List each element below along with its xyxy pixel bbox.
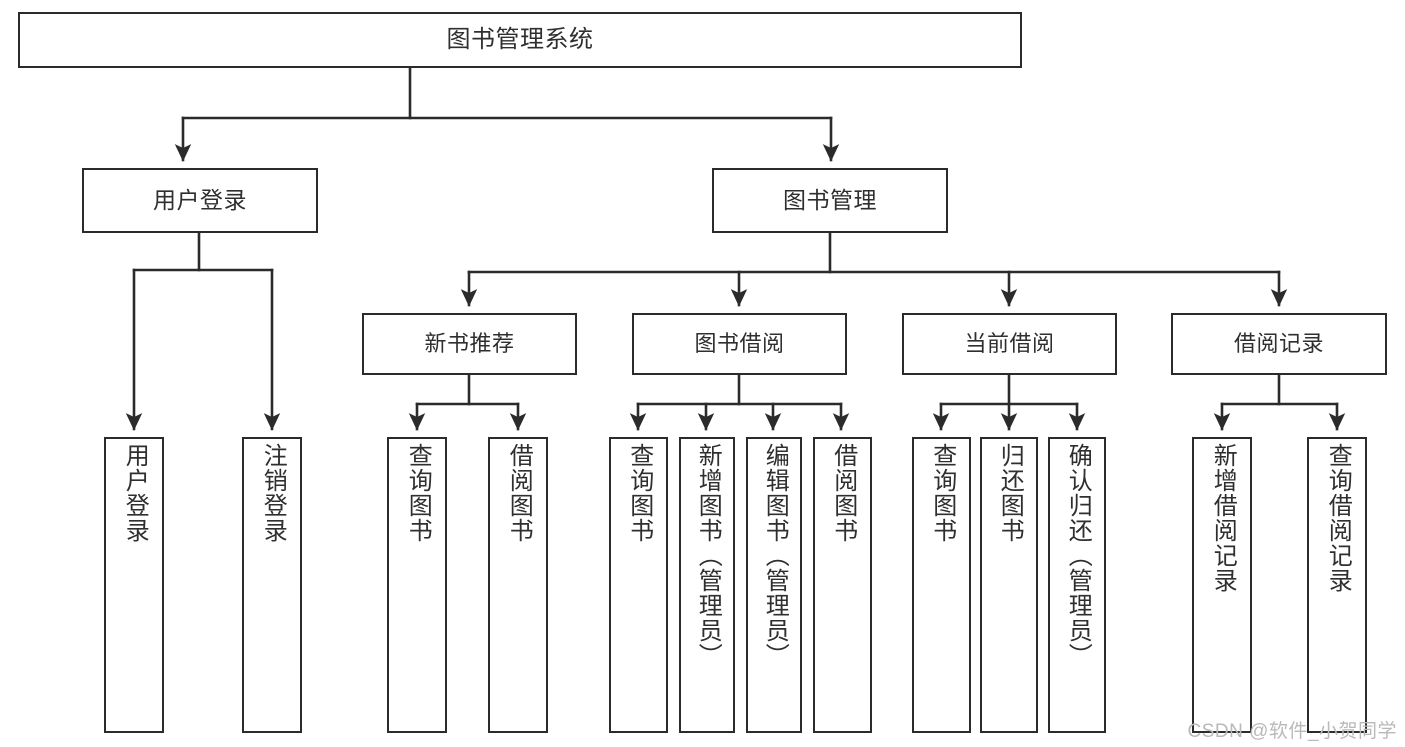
node-borrow-record-label: 借阅记录 bbox=[1233, 331, 1324, 357]
node-leaf-borrow-book-recommend-label: 借阅图书 bbox=[505, 443, 533, 543]
node-leaf-edit-book[interactable]: 编辑图书（管理员） bbox=[746, 437, 802, 733]
node-user-login[interactable]: 用户登录 bbox=[82, 168, 318, 233]
node-leaf-edit-book-label: 编辑图书（管理员） bbox=[761, 443, 789, 668]
node-current-borrow[interactable]: 当前借阅 bbox=[902, 313, 1117, 375]
csdn-watermark: CSDN @软件_小贺同学 bbox=[1187, 721, 1397, 742]
node-leaf-borrow-book[interactable]: 借阅图书 bbox=[813, 437, 872, 733]
node-leaf-query-borrow-record-label: 查询借阅记录 bbox=[1324, 443, 1352, 593]
node-leaf-user-login[interactable]: 用户登录 bbox=[104, 437, 164, 733]
node-leaf-query-book-borrow-label: 查询图书 bbox=[625, 443, 653, 543]
node-book-borrow[interactable]: 图书借阅 bbox=[632, 313, 847, 375]
node-leaf-borrow-book-recommend[interactable]: 借阅图书 bbox=[488, 437, 548, 733]
node-leaf-add-book-label: 新增图书（管理员） bbox=[694, 443, 722, 668]
node-leaf-return-book-label: 归还图书 bbox=[996, 443, 1024, 543]
node-leaf-query-book-borrow[interactable]: 查询图书 bbox=[609, 437, 668, 733]
node-leaf-user-login-label: 用户登录 bbox=[121, 443, 149, 543]
node-leaf-borrow-book-label: 借阅图书 bbox=[829, 443, 857, 543]
node-user-login-label: 用户登录 bbox=[153, 186, 247, 213]
node-leaf-confirm-return-label: 确认归还（管理员） bbox=[1064, 443, 1092, 668]
node-leaf-confirm-return[interactable]: 确认归还（管理员） bbox=[1048, 437, 1106, 733]
node-book-management[interactable]: 图书管理 bbox=[712, 168, 948, 233]
node-leaf-add-borrow-record[interactable]: 新增借阅记录 bbox=[1192, 437, 1252, 733]
node-leaf-query-borrow-record[interactable]: 查询借阅记录 bbox=[1307, 437, 1367, 733]
node-leaf-query-book-recommend-label: 查询图书 bbox=[404, 443, 432, 543]
node-current-borrow-label: 当前借阅 bbox=[964, 331, 1055, 357]
node-leaf-add-book[interactable]: 新增图书（管理员） bbox=[679, 437, 735, 733]
node-book-borrow-label: 图书借阅 bbox=[694, 331, 785, 357]
node-root-label: 图书管理系统 bbox=[446, 25, 594, 53]
node-leaf-query-book-recommend[interactable]: 查询图书 bbox=[387, 437, 447, 733]
node-leaf-query-book-current-label: 查询图书 bbox=[928, 443, 956, 543]
node-leaf-query-book-current[interactable]: 查询图书 bbox=[912, 437, 971, 733]
node-leaf-return-book[interactable]: 归还图书 bbox=[980, 437, 1038, 733]
node-leaf-logout-login[interactable]: 注销登录 bbox=[242, 437, 302, 733]
node-new-book-recommend-label: 新书推荐 bbox=[424, 331, 515, 357]
node-borrow-record[interactable]: 借阅记录 bbox=[1171, 313, 1387, 375]
node-book-management-label: 图书管理 bbox=[783, 186, 877, 213]
node-root-book-management-system[interactable]: 图书管理系统 bbox=[18, 12, 1022, 68]
node-leaf-logout-login-label: 注销登录 bbox=[259, 443, 287, 543]
node-leaf-add-borrow-record-label: 新增借阅记录 bbox=[1209, 443, 1237, 593]
node-new-book-recommend[interactable]: 新书推荐 bbox=[362, 313, 577, 375]
